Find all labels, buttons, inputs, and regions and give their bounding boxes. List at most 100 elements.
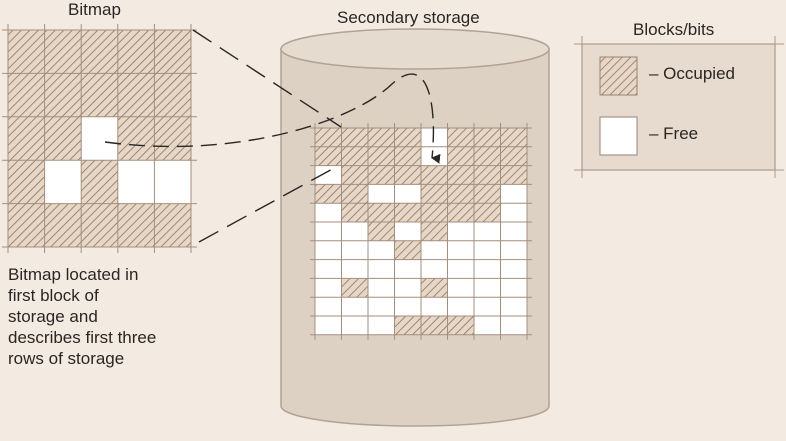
storage-block-free xyxy=(421,128,448,147)
legend-free-swatch xyxy=(599,116,638,156)
storage-block-occupied xyxy=(447,184,474,204)
storage-block-free xyxy=(447,240,474,260)
storage-block-occupied xyxy=(341,128,368,147)
storage-block-free xyxy=(315,259,342,279)
storage-block-free xyxy=(500,297,527,316)
mapping-line-bottom xyxy=(198,166,337,243)
storage-block-free xyxy=(474,222,501,241)
storage-block-free xyxy=(341,222,368,241)
storage-block-free xyxy=(474,240,501,260)
storage-block-free xyxy=(421,146,448,166)
storage-block-occupied xyxy=(341,165,368,185)
bitmap-cell-occupied xyxy=(154,203,191,247)
storage-block-free xyxy=(315,203,342,222)
storage-block-occupied xyxy=(368,222,395,241)
storage-block-free xyxy=(447,297,474,316)
legend-title: Blocks/bits xyxy=(633,20,715,39)
storage-block-occupied xyxy=(421,184,448,204)
bitmap-cell-occupied xyxy=(44,116,82,161)
storage-block-occupied xyxy=(394,316,421,335)
storage-block-free xyxy=(447,278,474,298)
storage-block-free xyxy=(394,278,421,298)
storage-block-occupied xyxy=(500,146,527,166)
mapping-lines xyxy=(104,29,441,243)
bitmap-grid xyxy=(2,24,197,253)
legend-free-label: – Free xyxy=(649,124,699,143)
storage-block-free xyxy=(315,165,342,185)
bitmap-cell-free xyxy=(81,116,118,161)
storage-block-occupied xyxy=(368,203,395,222)
storage-block-occupied xyxy=(341,184,368,204)
storage-block-occupied xyxy=(341,278,368,298)
bitmap-cell-occupied xyxy=(8,116,45,161)
storage-block-free xyxy=(315,297,342,316)
storage-block-free xyxy=(474,316,501,335)
storage-block-free xyxy=(500,240,527,260)
bitmap-cell-occupied xyxy=(154,116,191,161)
bitmap-cell-occupied xyxy=(117,203,155,247)
storage-title: Secondary storage xyxy=(337,8,480,27)
caption-line: storage and xyxy=(8,307,98,326)
storage-block-free xyxy=(368,184,395,204)
mapping-arrow xyxy=(104,73,441,164)
storage-block-occupied xyxy=(421,278,448,298)
storage-block-occupied xyxy=(421,165,448,185)
storage-block-free xyxy=(368,316,395,335)
storage-block-free xyxy=(447,222,474,241)
storage-block-occupied xyxy=(341,203,368,222)
storage-block-occupied xyxy=(368,165,395,185)
storage-block-free xyxy=(315,222,342,241)
storage-block-free xyxy=(368,278,395,298)
legend-occupied-label: – Occupied xyxy=(649,64,735,83)
storage-block-free xyxy=(500,203,527,222)
bitmap-cell-occupied xyxy=(44,203,82,247)
mapping-line-top xyxy=(192,29,342,128)
storage-block-occupied xyxy=(394,165,421,185)
storage-block-free xyxy=(394,222,421,241)
storage-block-occupied xyxy=(394,240,421,260)
storage-block-occupied xyxy=(500,165,527,185)
storage-block-occupied xyxy=(447,165,474,185)
storage-block-occupied xyxy=(474,128,501,147)
storage-block-free xyxy=(447,259,474,279)
bitmap-cell-occupied xyxy=(8,160,45,204)
bitmap-cell-occupied xyxy=(81,73,118,117)
storage-block-occupied xyxy=(447,128,474,147)
storage-block-occupied xyxy=(447,146,474,166)
bitmap-cell-occupied xyxy=(81,30,118,74)
storage-block-free xyxy=(315,278,342,298)
storage-block-free xyxy=(341,297,368,316)
storage-block-free xyxy=(474,297,501,316)
storage-block-free xyxy=(315,240,342,260)
caption-line: describes first three xyxy=(8,328,157,347)
caption-line: first block of xyxy=(8,286,99,305)
storage-block-free xyxy=(341,316,368,335)
bitmap-cell-occupied xyxy=(8,73,45,117)
storage-block-free xyxy=(421,297,448,316)
storage-block-free xyxy=(474,259,501,279)
storage-block-occupied xyxy=(394,128,421,147)
bitmap-cell-occupied xyxy=(44,73,82,117)
storage-block-free xyxy=(368,240,395,260)
bitmap-cell-occupied xyxy=(154,73,191,117)
storage-block-free xyxy=(394,297,421,316)
bitmap-cell-occupied xyxy=(8,203,45,247)
caption-line: Bitmap located in xyxy=(8,265,139,284)
storage-block-occupied xyxy=(368,146,395,166)
storage-block-occupied xyxy=(421,316,448,335)
storage-block-occupied xyxy=(421,203,448,222)
storage-block-free xyxy=(500,259,527,279)
legend-box xyxy=(574,36,784,178)
bitmap-cell-free xyxy=(154,160,191,204)
storage-grid xyxy=(310,123,532,340)
storage-block-occupied xyxy=(394,146,421,166)
storage-block-occupied xyxy=(315,146,342,166)
bitmap-caption: Bitmap located in first block of storage… xyxy=(8,264,208,369)
storage-block-free xyxy=(500,316,527,335)
bitmap-cell-occupied xyxy=(117,73,155,117)
legend-occupied-swatch xyxy=(599,56,638,96)
bitmap-cell-occupied xyxy=(81,160,118,204)
caption-line: rows of storage xyxy=(8,349,125,368)
